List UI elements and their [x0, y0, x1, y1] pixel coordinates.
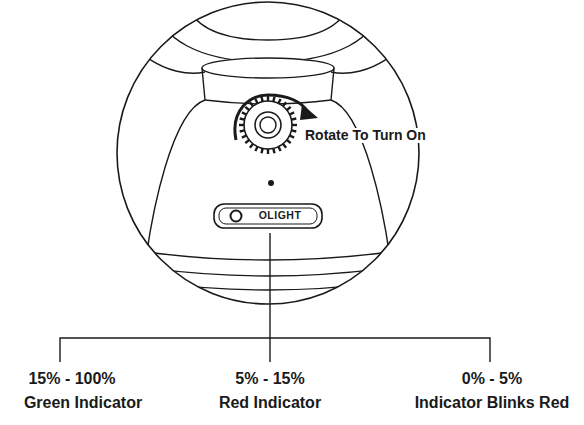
- range-label: 5% - 15%: [235, 370, 304, 388]
- logo-badge-inner: [219, 208, 317, 224]
- knob-center: [260, 117, 276, 133]
- knob-inner: [255, 112, 281, 138]
- logo-mark: [231, 211, 242, 222]
- range-bracket: [60, 338, 490, 362]
- neck-top: [202, 58, 334, 78]
- indicator-dot: [268, 180, 274, 186]
- rotate-arrow: [235, 95, 308, 140]
- band-1: [146, 252, 390, 260]
- detail-circle: [117, 2, 419, 304]
- shade-inner: [185, 0, 351, 40]
- band-3: [150, 282, 386, 290]
- shade-outer: [150, 0, 386, 62]
- logo-badge: [214, 204, 322, 228]
- range-label: 15% - 100%: [28, 370, 115, 388]
- range-label: Indicator Blinks Red: [415, 394, 570, 412]
- range-label: 0% - 5%: [462, 370, 522, 388]
- rotate-arrowhead: [300, 104, 318, 120]
- callout-label: Rotate To Turn On: [303, 128, 428, 143]
- shade-right: [331, 5, 426, 73]
- knob: [244, 101, 292, 149]
- leader-line: [269, 233, 270, 338]
- knob-knurling: [239, 96, 297, 154]
- range-label: Red Indicator: [219, 394, 321, 412]
- range-label: Green Indicator: [24, 394, 142, 412]
- range-tick: [269, 338, 270, 362]
- band-2: [148, 268, 388, 276]
- shade-left: [110, 5, 205, 73]
- logo-text: OLIGHT: [257, 210, 304, 222]
